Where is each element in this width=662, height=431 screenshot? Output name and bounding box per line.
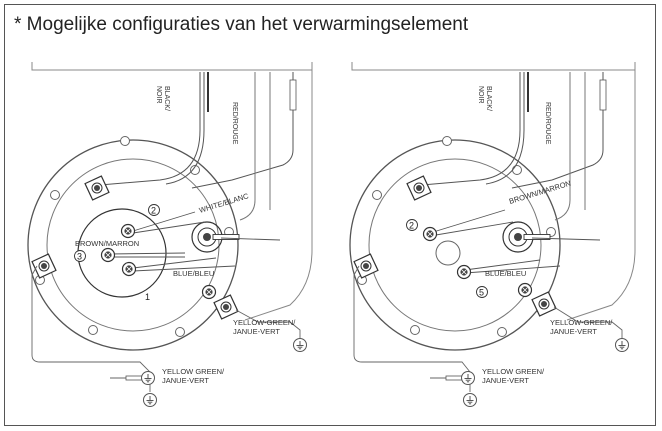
left-label-noir: NOIR <box>155 86 162 104</box>
left-num-1: 1 <box>145 292 150 302</box>
right-label-black: BLACK/ <box>485 86 492 111</box>
left-label-black: BLACK/ <box>163 86 170 111</box>
left-num-2: 2 <box>151 206 156 216</box>
right-num-2: 2 <box>409 221 414 231</box>
left-flange <box>27 139 239 351</box>
right-label-yg-right: YELLOW-GREEN/ <box>550 318 613 327</box>
figure-title: * Mogelijke configuraties van het verwar… <box>14 14 469 35</box>
left-flange-inner <box>46 158 220 332</box>
figure-frame <box>4 4 656 426</box>
right-label-yg-right-2: JANUE-VERT <box>550 327 597 336</box>
right-label-blue: BLUE/BLEU <box>485 269 526 278</box>
left-label-yg-bottom-2: JANUE-VERT <box>162 376 209 385</box>
right-num-5: 5 <box>479 288 484 298</box>
right-flange <box>349 139 561 351</box>
left-label-brown: BROWN/MARRON <box>75 239 139 248</box>
right-label-yg-bottom: YELLOW GREEN/ <box>482 367 545 376</box>
left-label-white-black: WHITE/BLANC <box>198 191 250 215</box>
left-label-red: RED/ROUGE <box>231 102 238 145</box>
left-label-yg-bottom: YELLOW GREEN/ <box>162 367 225 376</box>
right-label-noir: NOIR <box>477 86 484 104</box>
left-label-yg-right-2: JANUE-VERT <box>233 327 280 336</box>
right-flange-inner <box>368 158 542 332</box>
left-num-3: 3 <box>77 252 82 262</box>
left-label-blue: BLUE/BLEU <box>173 269 214 278</box>
right-label-red: RED/ROUGE <box>544 102 551 145</box>
right-configuration: BLACK/ NOIR RED/ROUGE BROWN/MARRON BLUE/… <box>349 62 636 407</box>
right-label-yg-bottom-2: JANUE-VERT <box>482 376 529 385</box>
left-label-yg-right: YELLOW-GREEN/ <box>233 318 296 327</box>
left-configuration: BLACK/ NOIR RED/ROUGE WHITE/BLANC BROWN/… <box>27 62 313 407</box>
